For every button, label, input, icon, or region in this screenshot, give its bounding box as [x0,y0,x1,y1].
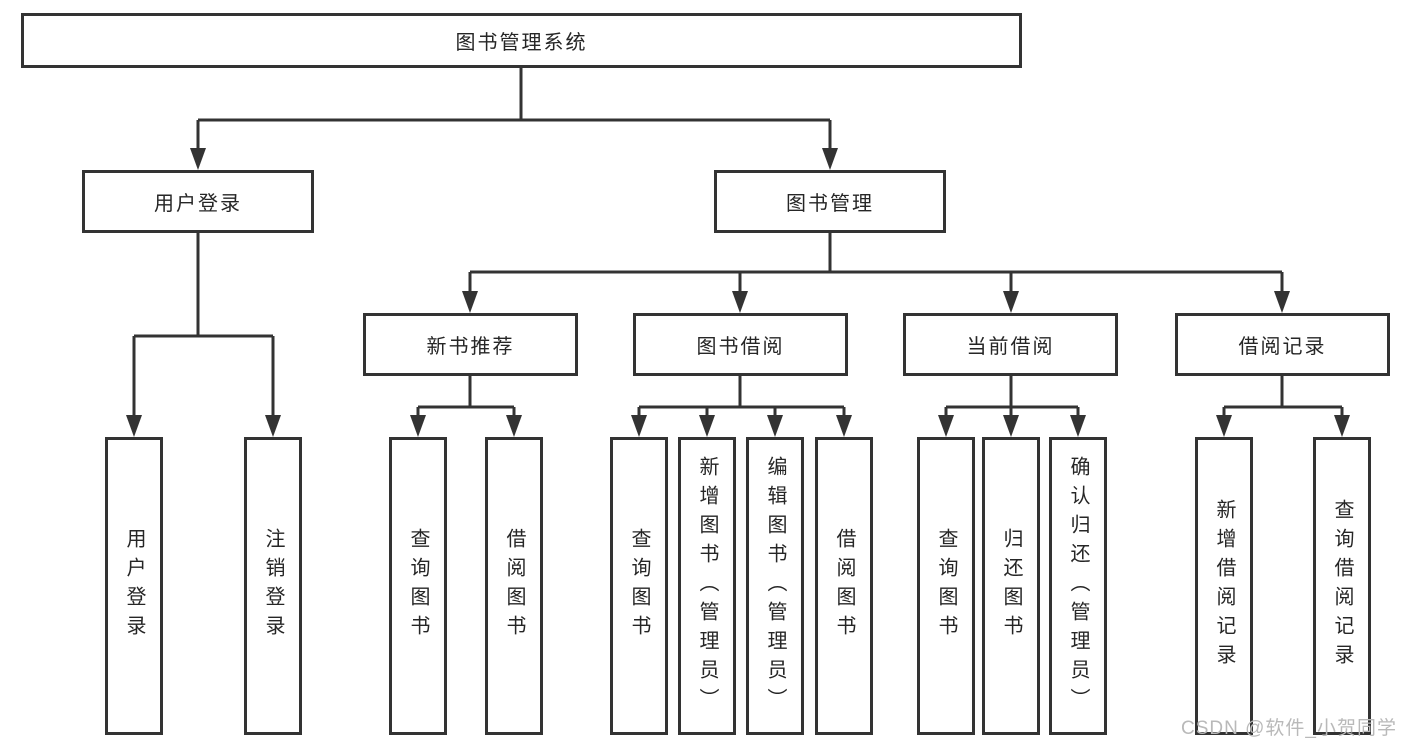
node-current-borrowing: 当前借阅 [903,313,1118,376]
node-label: 图书借阅 [696,336,785,358]
node-label: 图书管理 [786,193,874,215]
node-label: 注销登录 [262,528,284,644]
node-label: 借阅图书 [833,528,855,644]
node-label: 新增借阅记录 [1213,499,1235,673]
node-label: 当前借阅 [966,336,1055,358]
node-label: 编辑图书（管理员） [764,455,786,717]
node-label: 图书管理系统 [455,32,588,54]
node-library-management-system: 图书管理系统 [21,13,1022,68]
node-leaf-user-login: 用户登录 [105,437,163,735]
node-label: 查询图书 [628,528,650,644]
node-label: 查询图书 [935,528,957,644]
node-leaf-return-books: 归还图书 [982,437,1040,735]
node-label: 新增图书（管理员） [696,455,718,717]
node-user-login: 用户登录 [82,170,314,233]
node-leaf-query-books-borrowing: 查询图书 [610,437,668,735]
node-leaf-query-books-current: 查询图书 [917,437,975,735]
node-label: 借阅记录 [1238,336,1327,358]
node-leaf-logout: 注销登录 [244,437,302,735]
node-label: 归还图书 [1000,528,1022,644]
node-label: 查询图书 [407,528,429,644]
node-leaf-confirm-return-admin: 确认归还（管理员） [1049,437,1107,735]
node-leaf-borrow-books-recommend: 借阅图书 [485,437,543,735]
csdn-watermark: CSDN @软件_小贺同学 [1181,718,1397,739]
node-label: 确认归还（管理员） [1067,455,1089,717]
node-label: 借阅图书 [503,528,525,644]
node-leaf-add-borrow-record: 新增借阅记录 [1195,437,1253,735]
node-label: 用户登录 [154,193,242,215]
node-label: 查询借阅记录 [1331,499,1353,673]
node-book-borrowing: 图书借阅 [633,313,848,376]
arrowheads [126,148,1350,437]
node-label: 用户登录 [123,528,145,644]
node-leaf-query-books-recommend: 查询图书 [389,437,447,735]
node-new-book-recommendation: 新书推荐 [363,313,578,376]
node-label: 新书推荐 [426,336,515,358]
node-leaf-edit-books-admin: 编辑图书（管理员） [746,437,804,735]
node-leaf-query-borrow-record: 查询借阅记录 [1313,437,1371,735]
node-leaf-add-books-admin: 新增图书（管理员） [678,437,736,735]
node-borrowing-records: 借阅记录 [1175,313,1390,376]
node-book-management: 图书管理 [714,170,946,233]
node-leaf-borrow-books: 借阅图书 [815,437,873,735]
